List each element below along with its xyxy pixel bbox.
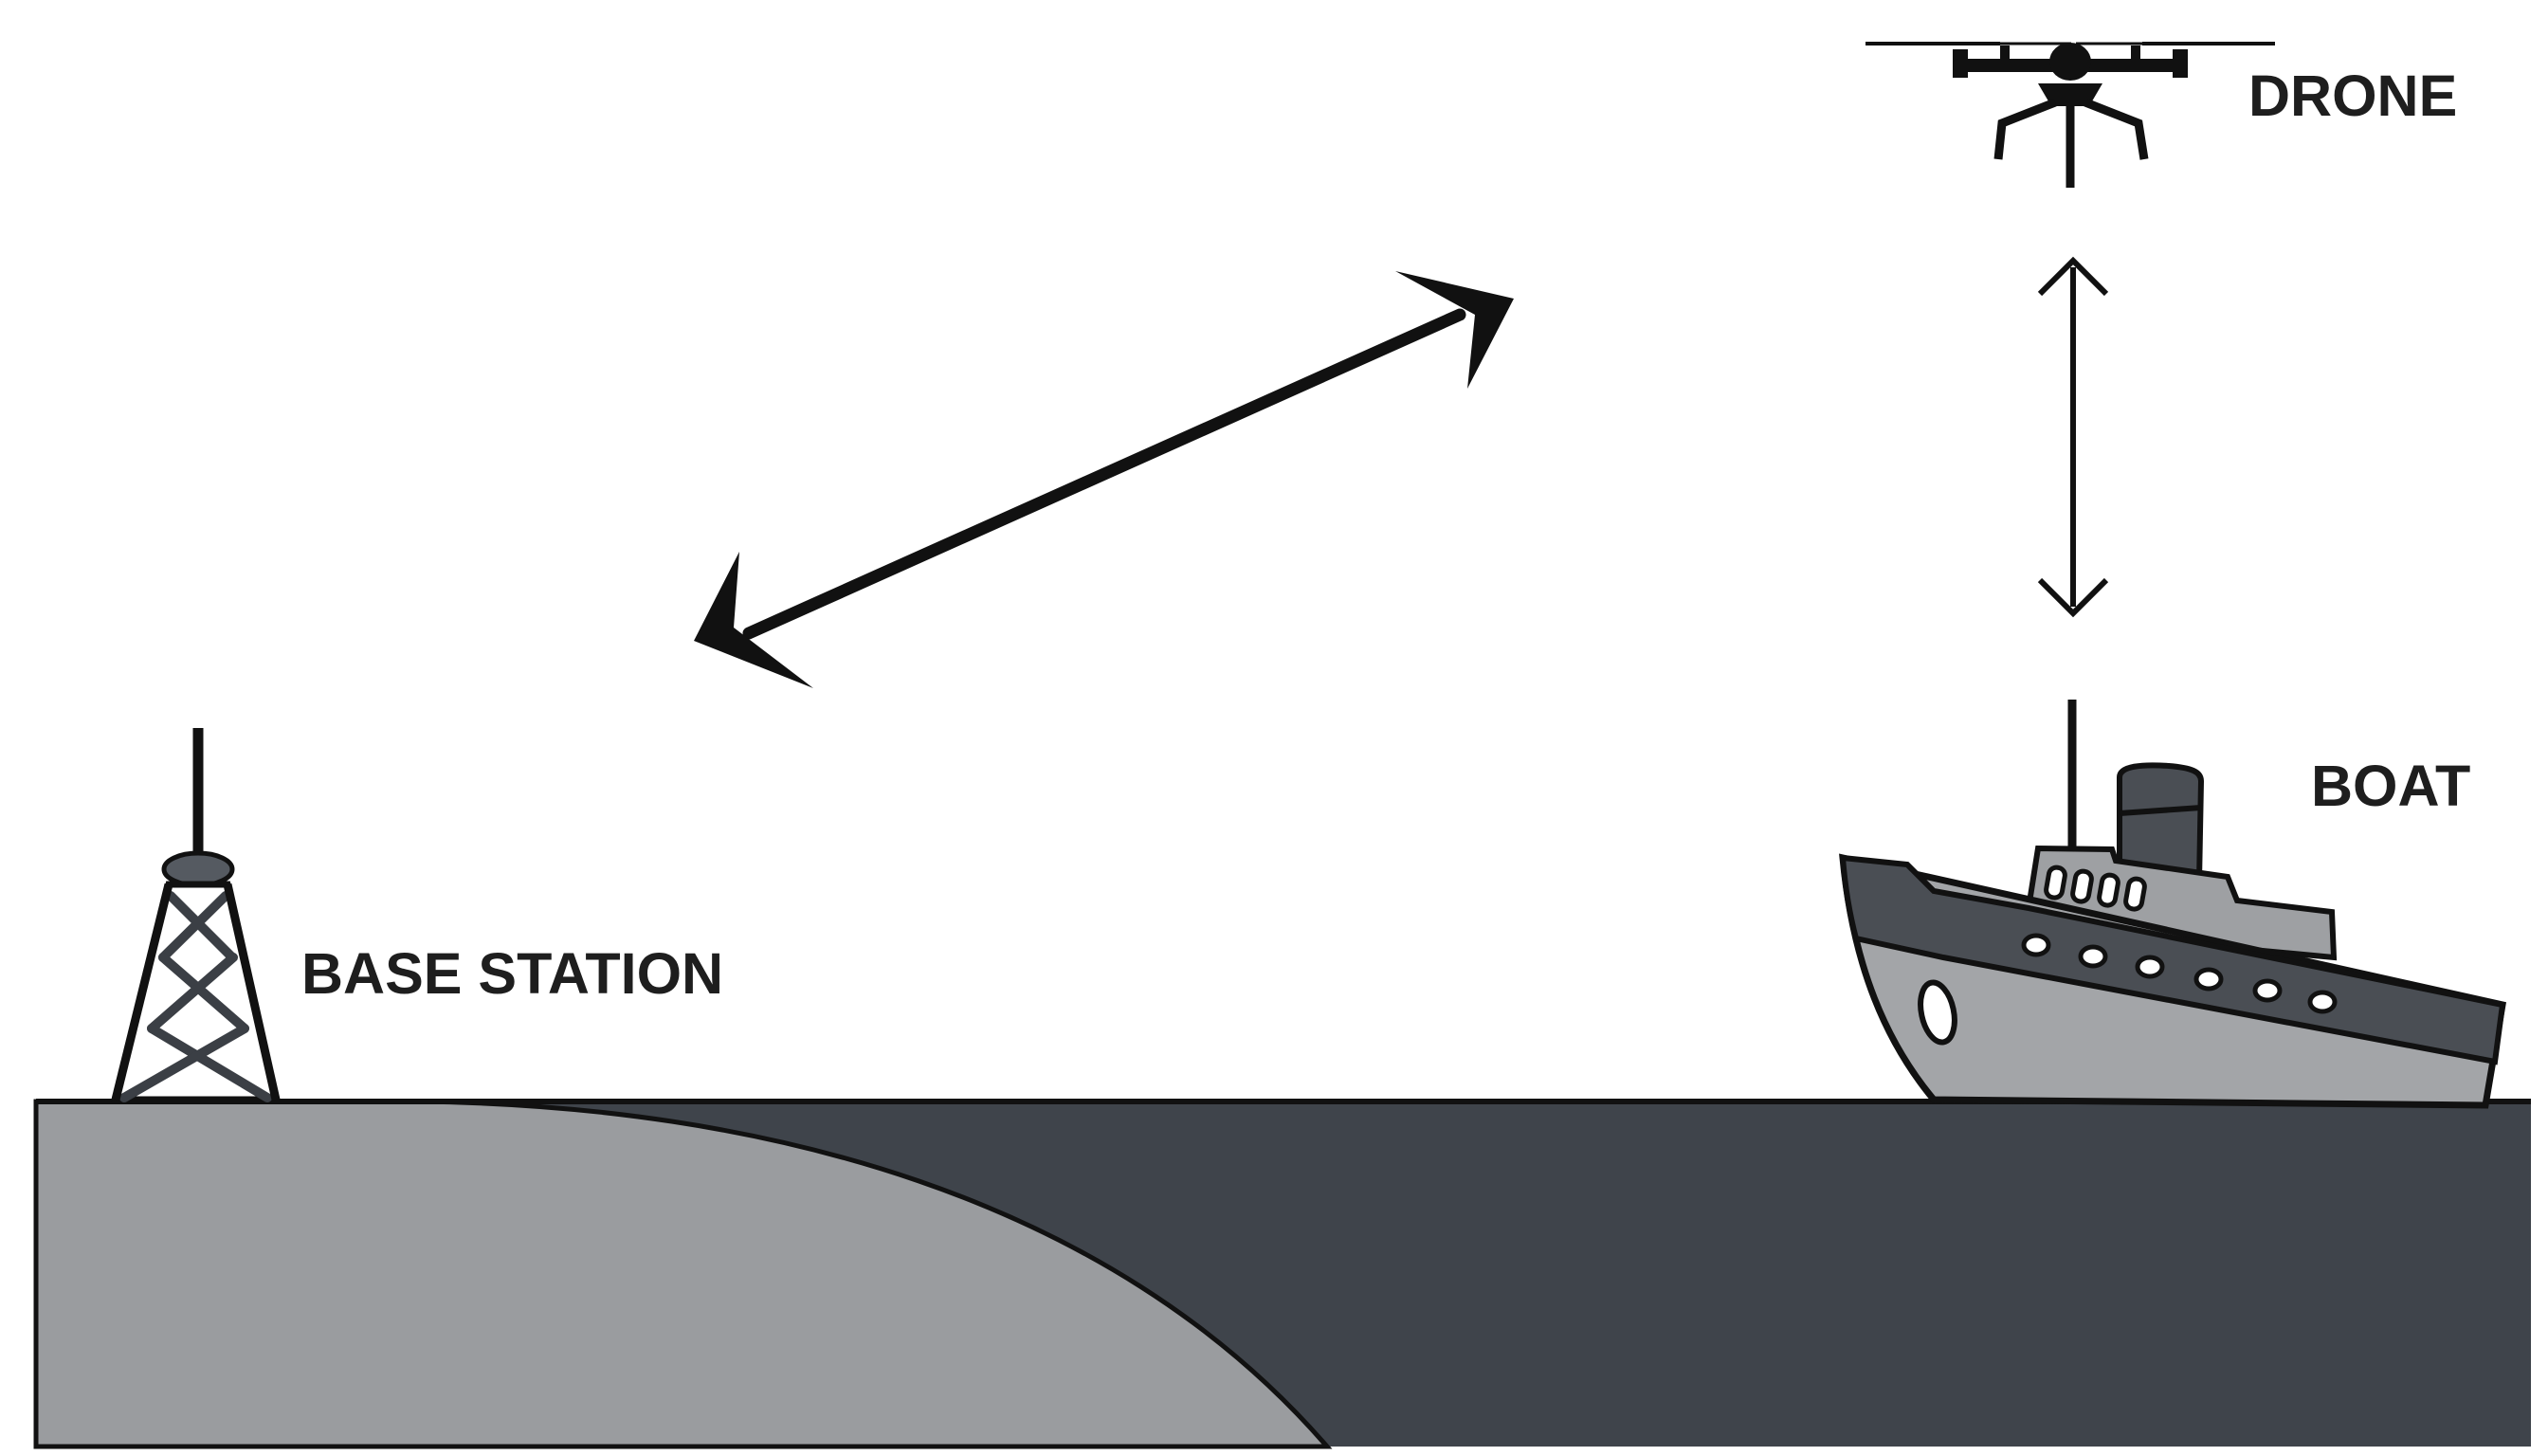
base-station-label: BASE STATION: [301, 941, 723, 1006]
double-arrow-icon: [694, 271, 1514, 688]
drone-label: DRONE: [2248, 64, 2457, 128]
terrain: [33, 1099, 2531, 1449]
boat-icon: [1839, 700, 2507, 1109]
drone-icon: [1866, 42, 2275, 188]
tower-icon: [111, 728, 281, 1103]
boat-label: BOAT: [2311, 754, 2470, 818]
double-arrow-icon: [2037, 256, 2109, 618]
land: [33, 1099, 1333, 1449]
